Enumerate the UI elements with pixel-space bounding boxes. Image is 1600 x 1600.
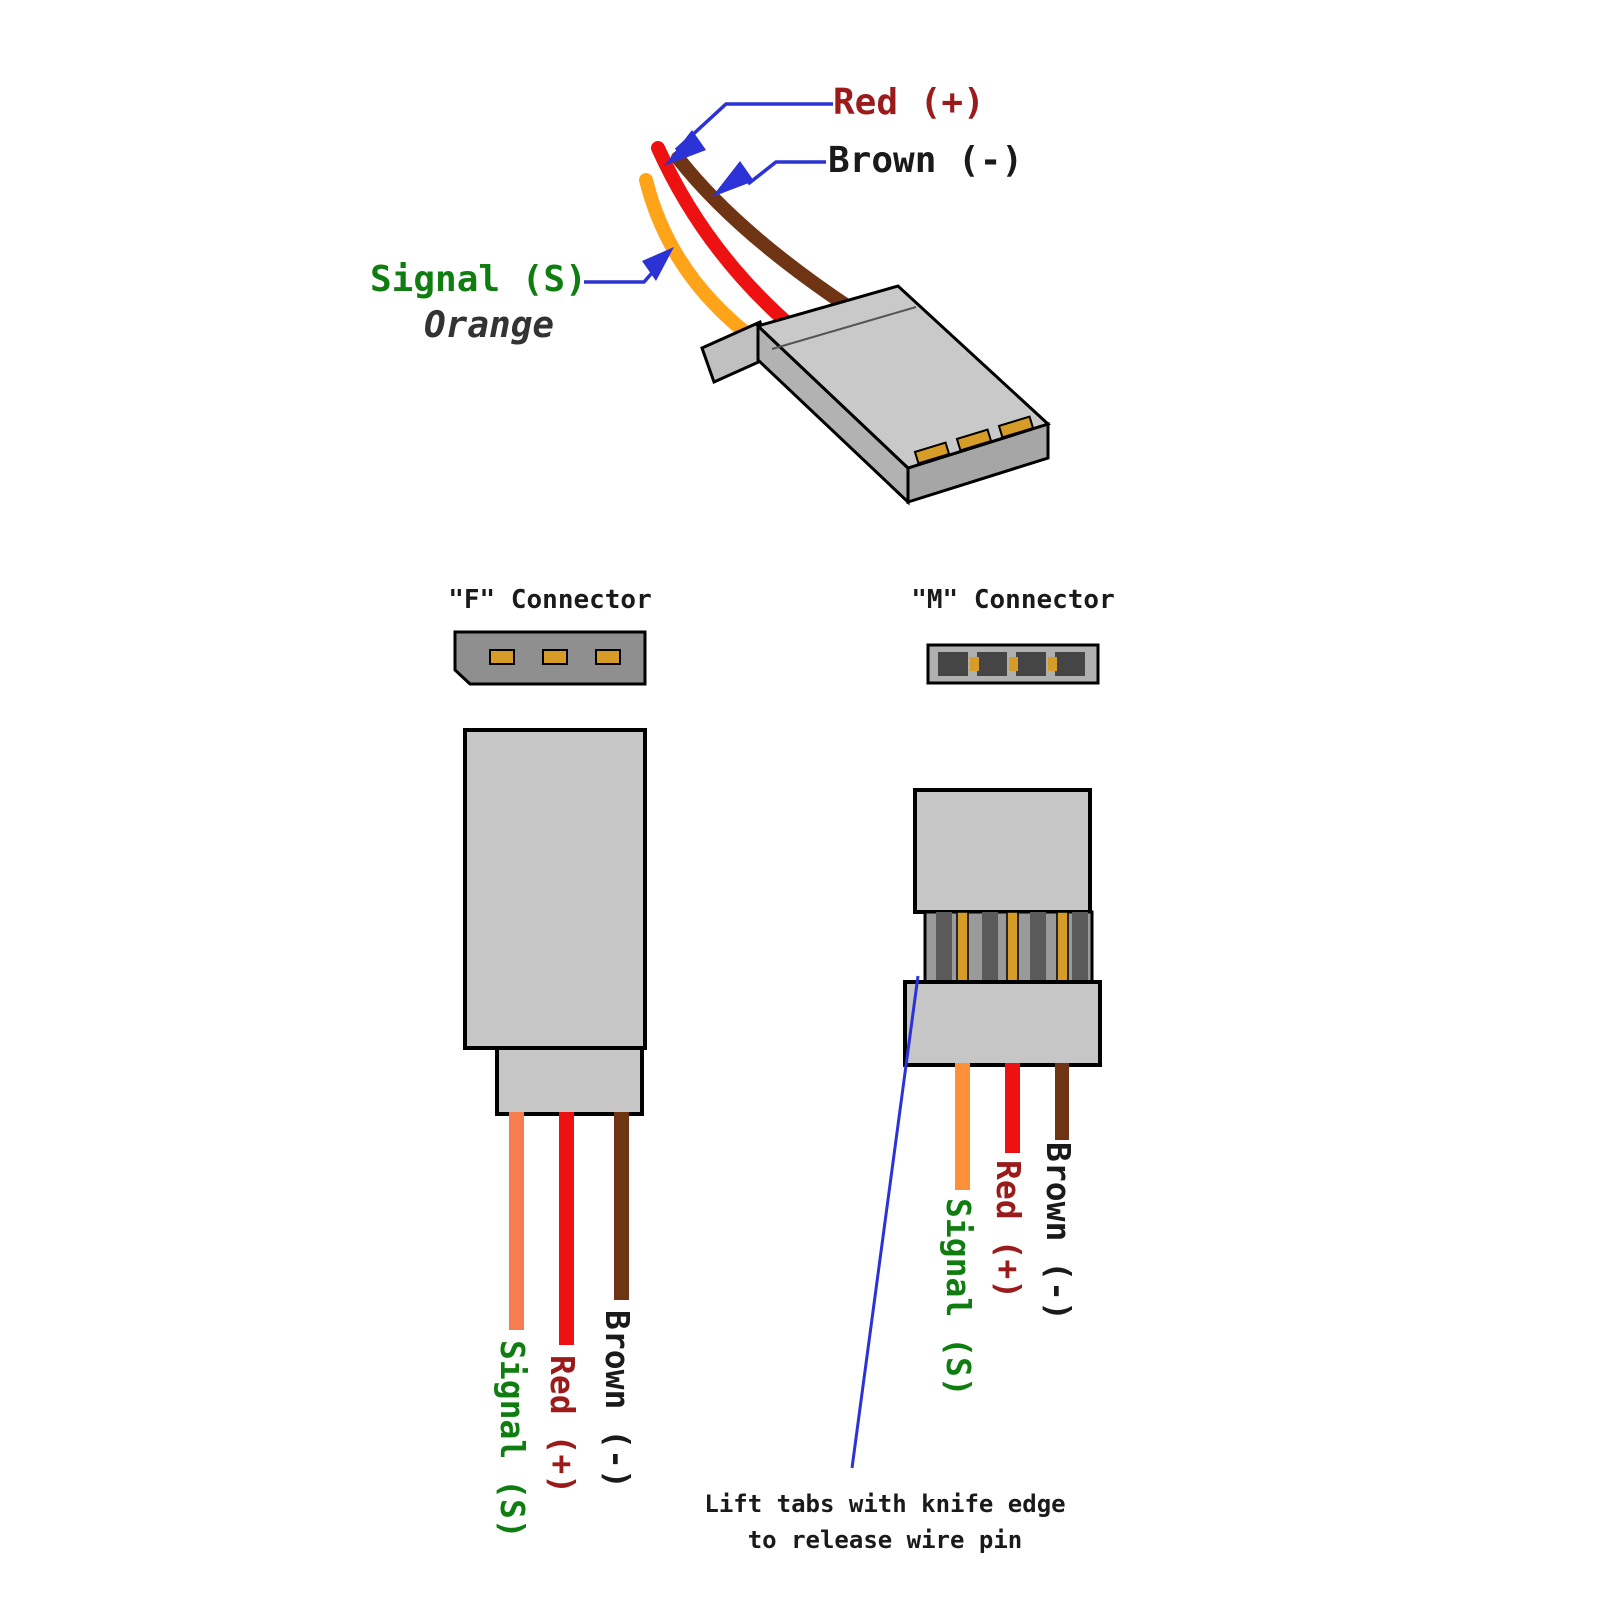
m-connector-body	[913, 788, 1092, 914]
f-red-wire-label: Red (+)	[543, 1355, 582, 1495]
m-connector-face-pin-1	[970, 657, 979, 671]
m-signal-wire	[955, 1063, 970, 1190]
f-connector-body	[463, 728, 647, 1050]
f-brown-wire-label: Brown (-)	[598, 1310, 637, 1489]
servo-plug-seam	[771, 306, 917, 350]
f-connector-socket-1	[489, 649, 515, 665]
f-connector-collar	[495, 1046, 644, 1116]
release-pin-note: Lift tabs with knife edge to release wir…	[635, 1486, 1135, 1558]
signal-wire-color-label: Orange	[424, 305, 555, 346]
servo-plug-contact-2	[955, 428, 993, 452]
m-red-wire-label: Red (+)	[989, 1160, 1028, 1300]
f-connector-socket-3	[595, 649, 621, 665]
release-pin-note-line-1: Lift tabs with knife edge	[704, 1490, 1066, 1518]
m-connector-slot-1	[938, 652, 968, 676]
servo-plug-contact-3	[997, 415, 1035, 439]
m-connector-base	[903, 980, 1102, 1067]
m-connector-slot-2	[977, 652, 1007, 676]
f-brown-wire	[614, 1112, 629, 1300]
red-wire-label: Red (+)	[833, 82, 985, 123]
signal-wire-label: Signal (S)	[370, 259, 587, 300]
m-red-wire	[1005, 1063, 1020, 1153]
callouts	[584, 102, 833, 284]
arrow-to-red-wire-icon	[664, 130, 706, 166]
m-connector-graphics	[903, 643, 1102, 1190]
note-leader-line	[850, 975, 920, 1469]
f-connector-graphics	[453, 630, 647, 1345]
m-pin-3	[1056, 911, 1069, 983]
servo-cable-red-wire	[651, 141, 807, 341]
f-red-wire	[559, 1112, 574, 1345]
m-pin-1	[956, 911, 969, 983]
brown-wire-label: Brown (-)	[828, 140, 1024, 181]
servo-plug-contact-1	[913, 441, 951, 465]
servo-cable-brown-wire	[671, 151, 857, 315]
release-pin-note-line-2: to release wire pin	[747, 1526, 1023, 1554]
m-brown-wire-label: Brown (-)	[1039, 1142, 1078, 1321]
signal-callout-line	[584, 264, 660, 284]
m-connector-slot-4	[1055, 652, 1085, 676]
m-signal-wire-label: Signal (S)	[939, 1198, 978, 1397]
m-connector-face-pin-2	[1009, 657, 1018, 671]
m-connector-title: "M" Connector	[911, 585, 1115, 615]
brown-callout-line	[746, 160, 826, 186]
f-connector-socket-2	[542, 649, 568, 665]
arrow-to-signal-wire-icon	[642, 247, 674, 281]
arrow-to-brown-wire-icon	[712, 161, 754, 197]
m-connector-slot-3	[1016, 652, 1046, 676]
m-pin-band-rib-1	[936, 912, 952, 982]
f-signal-wire-label: Signal (S)	[493, 1340, 532, 1539]
m-pin-band-rib-4	[1072, 912, 1088, 982]
f-signal-wire	[509, 1112, 524, 1330]
m-connector-face-pin-3	[1048, 657, 1057, 671]
m-brown-wire	[1055, 1063, 1069, 1140]
m-pin-band-rib-3	[1030, 912, 1046, 982]
m-pin-band-rib-2	[982, 912, 998, 982]
servo-plug-3d	[700, 284, 1051, 506]
m-pin-2	[1006, 911, 1019, 983]
f-connector-title: "F" Connector	[448, 585, 652, 615]
